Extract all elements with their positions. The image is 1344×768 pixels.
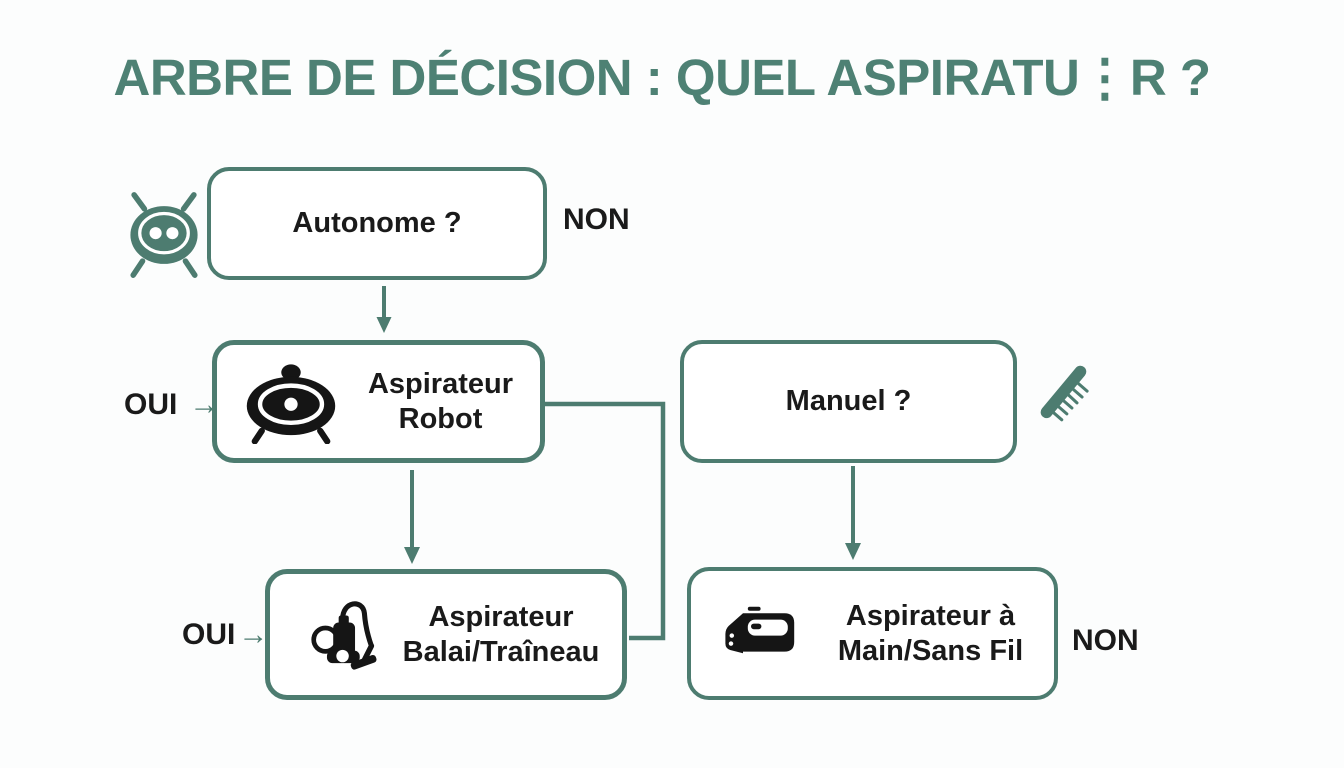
page-title: ARBRE DE DÉCISION : QUEL ASPIRATU⋮R ? xyxy=(113,49,1211,106)
edge-label-oui-balai: OUI → xyxy=(182,618,268,652)
robot-head-icon xyxy=(130,192,198,278)
edge-label-non-top: NON xyxy=(563,203,630,237)
edge-label-oui-robot: OUI → xyxy=(124,388,219,422)
node-manuel-label: Manuel ? xyxy=(785,385,912,418)
node-aspirateur-robot: Aspirateur Robot xyxy=(212,340,545,463)
right-arrow-icon: → xyxy=(189,388,220,421)
arrowhead-autonome-to-robot xyxy=(376,317,392,333)
node-aspirateur-balai: Aspirateur Balai/Traîneau xyxy=(265,569,627,700)
oui-robot-text: OUI xyxy=(124,388,178,421)
node-manuel: Manuel ? xyxy=(680,340,1017,463)
oui-balai-text: OUI xyxy=(182,618,236,651)
node-aspirateur-robot-label: Aspirateur Robot xyxy=(367,367,514,435)
brush-icon xyxy=(1040,365,1089,422)
node-autonome-label: Autonome ? xyxy=(292,207,462,240)
right-arrow-icon: → xyxy=(238,618,269,651)
arrowhead-robot-to-balai xyxy=(404,547,420,564)
robot-vacuum-icon xyxy=(246,363,336,444)
non-bottom-text: NON xyxy=(1072,624,1139,657)
canister-vacuum-icon xyxy=(311,600,377,670)
arrowhead-manuel-to-main xyxy=(845,543,861,560)
node-aspirateur-balai-label: Aspirateur Balai/Traîneau xyxy=(402,600,600,668)
non-top-text: NON xyxy=(563,203,630,236)
node-aspirateur-main: Aspirateur à Main/Sans Fil xyxy=(687,567,1058,700)
node-aspirateur-main-label: Aspirateur à Main/Sans Fil xyxy=(837,599,1024,667)
handheld-vacuum-icon xyxy=(725,606,795,653)
edge-label-non-bottom: NON xyxy=(1072,624,1139,658)
node-autonome: Autonome ? xyxy=(207,167,547,280)
